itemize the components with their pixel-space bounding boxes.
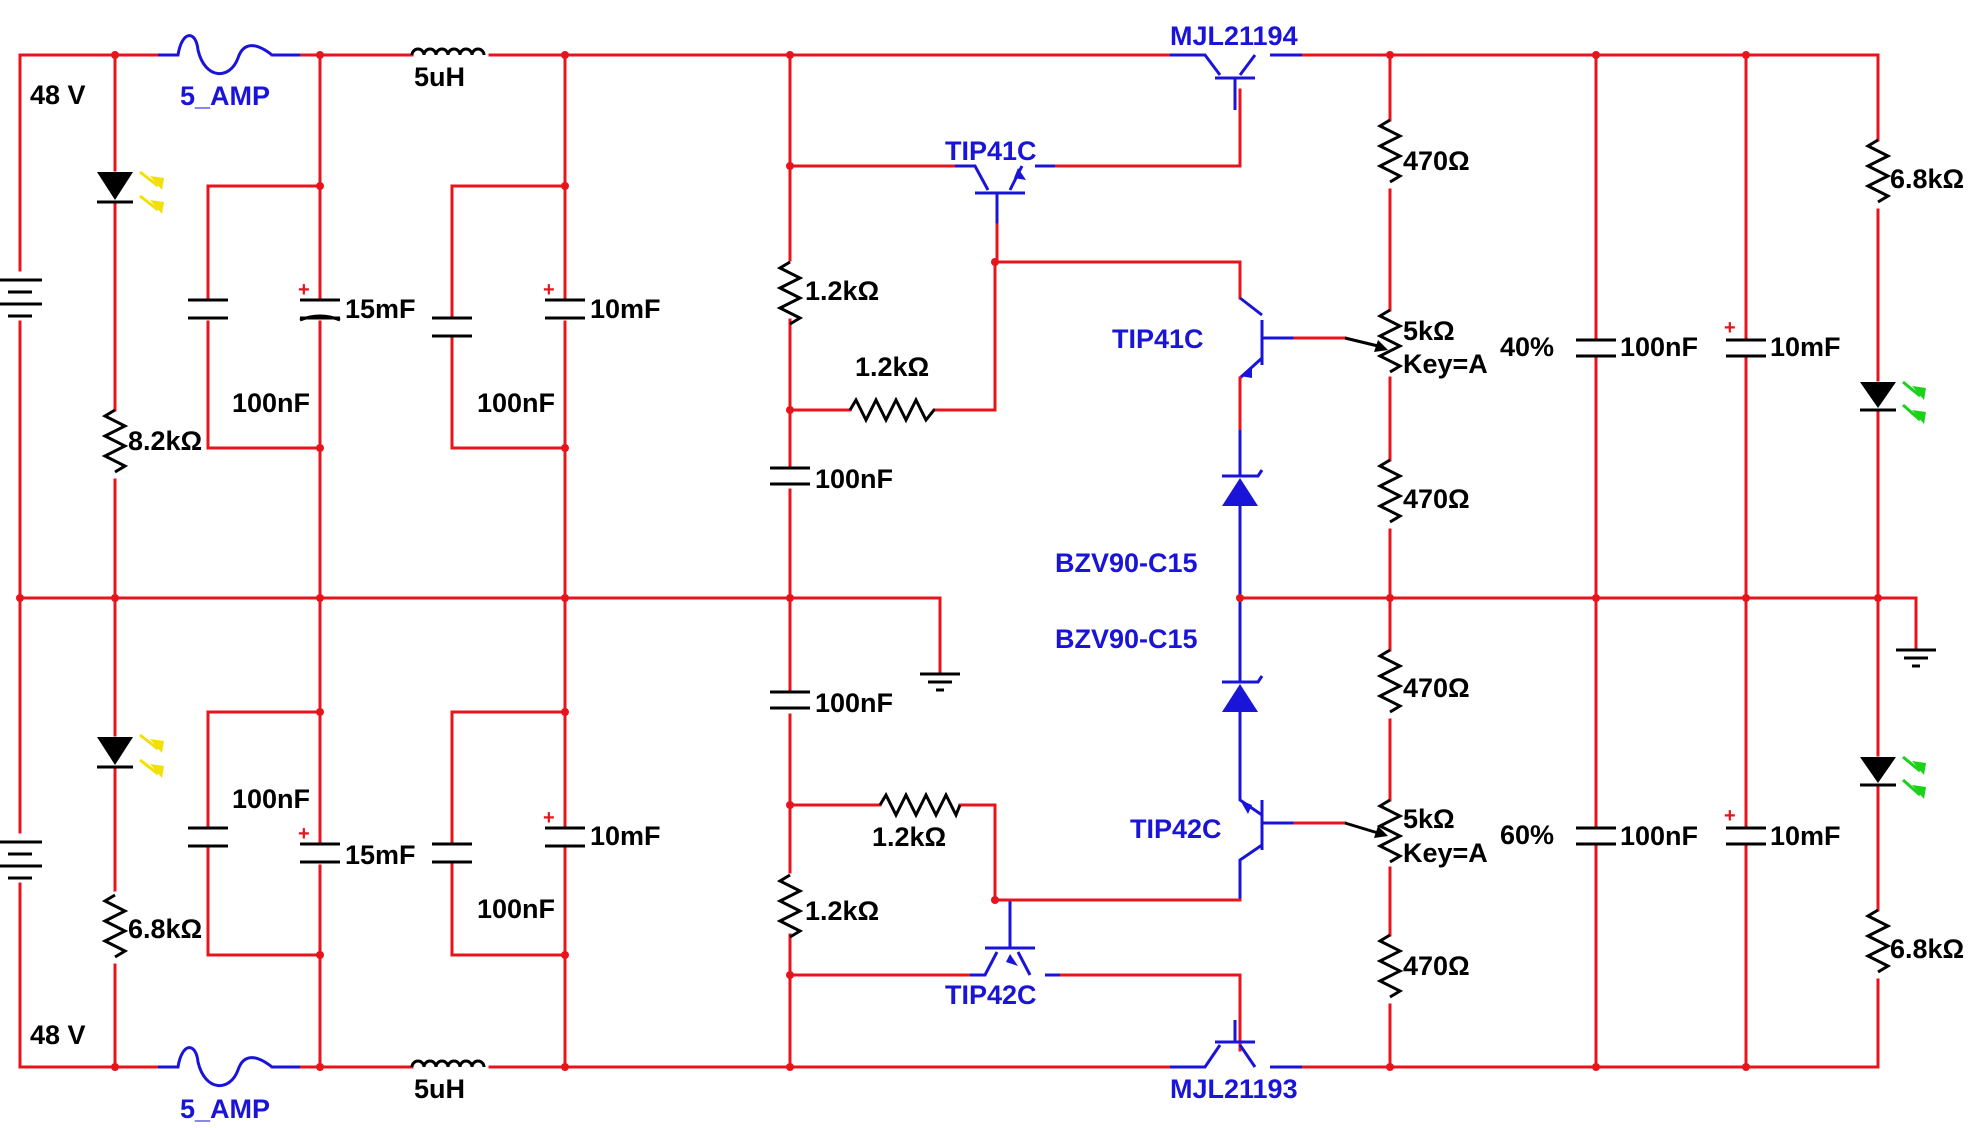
ground-symbol-right — [1896, 648, 1936, 668]
bias-network-bottom: 100nF 1.2kΩ 1.2kΩ — [770, 596, 1242, 1069]
fb-bottom-upper-label: 470Ω — [1403, 673, 1470, 703]
fuse-top-label: 5_AMP — [180, 81, 270, 111]
battery-bottom: 48 V — [0, 596, 86, 1069]
driver-transistor-top: TIP41C — [945, 136, 1055, 264]
input-cap-15mf-top-label: 15mF — [345, 294, 416, 324]
error-transistor-top: TIP41C — [993, 260, 1295, 432]
input-cap-10mf-bottom-label: 10mF — [590, 821, 661, 851]
input-led-top-resistor-label: 8.2kΩ — [128, 426, 202, 456]
bias-r-bottom-label: 1.2kΩ — [872, 822, 946, 852]
out-led-bottom-resistor-label: 6.8kΩ — [1890, 934, 1964, 964]
rails — [18, 53, 1918, 1069]
pot-bottom-key-label: Key=A — [1403, 838, 1488, 868]
output-led-top: 6.8kΩ — [1860, 53, 1964, 600]
svg-text:+: + — [543, 279, 555, 301]
out-cap-bottom-bulk-label: 10mF — [1770, 821, 1841, 851]
fb-top-upper-label: 470Ω — [1403, 146, 1470, 176]
pot-bottom-setting-label: 60% — [1500, 820, 1554, 850]
pot-top-setting-label: 40% — [1500, 332, 1554, 362]
fb-bottom-lower-label: 470Ω — [1403, 951, 1470, 981]
pass-transistor-bottom: MJL21193 — [1170, 973, 1302, 1104]
pass-transistor-top: MJL21194 — [1170, 21, 1302, 110]
bias-r-top-label: 1.2kΩ — [805, 276, 879, 306]
out-cap-bottom-film-label: 100nF — [1620, 821, 1698, 851]
fb-top-lower-label: 470Ω — [1403, 484, 1470, 514]
fuse-top: 5_AMP — [158, 34, 300, 111]
inductor-bottom-label: 5uH — [414, 1074, 465, 1104]
bias-network-top: 1.2kΩ 1.2kΩ 100nF — [770, 53, 1242, 600]
bias-r-top2-label: 1.2kΩ — [855, 352, 929, 382]
input-led-bottom-resistor-label: 6.8kΩ — [128, 914, 202, 944]
inductor-top: 5uH — [410, 47, 486, 92]
battery-top: 48 V — [0, 53, 86, 600]
output-caps-bottom: + 100nF 10mF — [1576, 596, 1841, 1069]
battery-top-label: 48 V — [30, 80, 86, 110]
svg-text:+: + — [298, 279, 310, 301]
output-led-bottom: 6.8kΩ — [1860, 596, 1964, 1069]
input-cap-10mf-top-label: 10mF — [590, 294, 661, 324]
inductor-top-label: 5uH — [414, 62, 465, 92]
zener-bottom-label: BZV90-C15 — [1055, 624, 1198, 654]
ground-symbol-left — [920, 672, 960, 692]
bias-cap-bottom-label: 100nF — [815, 688, 893, 718]
pot-top-value-label: 5kΩ — [1403, 316, 1455, 346]
bias-r-bottom2-label: 1.2kΩ — [805, 896, 879, 926]
error-bottom-label: TIP42C — [1130, 814, 1222, 844]
input-led-top: 8.2kΩ — [97, 53, 202, 600]
out-cap-top-film-label: 100nF — [1620, 332, 1698, 362]
input-cap-100nf-bottom2-label: 100nF — [477, 894, 555, 924]
zener-bottom: BZV90-C15 — [1055, 598, 1264, 760]
feedback-divider-bottom: 470Ω 5kΩ Key=A 60% 470Ω — [1293, 596, 1554, 1069]
zener-top-label: BZV90-C15 — [1055, 548, 1198, 578]
fuse-bottom-label: 5_AMP — [180, 1094, 270, 1124]
svg-text:+: + — [1724, 317, 1736, 339]
driver-transistor-bottom: TIP42C — [945, 900, 1060, 1010]
input-cap-100nf-top-label: 100nF — [232, 388, 310, 418]
zener-top: BZV90-C15 — [1055, 430, 1264, 598]
inductor-bottom: 5uH — [410, 1059, 486, 1104]
input-cap-15mf-bottom-label: 15mF — [345, 840, 416, 870]
pot-bottom-value-label: 5kΩ — [1403, 804, 1455, 834]
input-cap-100nf-top2-label: 100nF — [477, 388, 555, 418]
out-led-top-resistor-label: 6.8kΩ — [1890, 164, 1964, 194]
driver-bottom-label: TIP42C — [945, 980, 1037, 1010]
pot-top-key-label: Key=A — [1403, 349, 1488, 379]
junction-dots — [16, 51, 1882, 1071]
pass-bottom-label: MJL21193 — [1170, 1074, 1298, 1104]
out-cap-top-bulk-label: 10mF — [1770, 332, 1841, 362]
svg-text:+: + — [543, 807, 555, 829]
error-top-label: TIP41C — [1112, 324, 1204, 354]
input-caps-top: + 15mF 100nF + 10mF 100nF — [188, 53, 661, 600]
bias-cap-top-label: 100nF — [815, 464, 893, 494]
output-caps-top: + 100nF 10mF — [1576, 53, 1841, 600]
error-transistor-bottom: TIP42C — [993, 760, 1295, 902]
feedback-divider-top: 470Ω 5kΩ Key=A 40% 470Ω — [1293, 53, 1554, 600]
svg-text:+: + — [298, 823, 310, 845]
input-led-bottom: 6.8kΩ — [97, 596, 202, 1069]
svg-text:+: + — [1724, 805, 1736, 827]
fuse-bottom: 5_AMP — [158, 1046, 300, 1124]
pass-top-label: MJL21194 — [1170, 21, 1298, 51]
input-caps-bottom: + 15mF 100nF + 10mF 100nF — [188, 596, 661, 1069]
input-cap-100nf-bottom-label: 100nF — [232, 784, 310, 814]
driver-top-label: TIP41C — [945, 136, 1037, 166]
battery-bottom-label: 48 V — [30, 1020, 86, 1050]
